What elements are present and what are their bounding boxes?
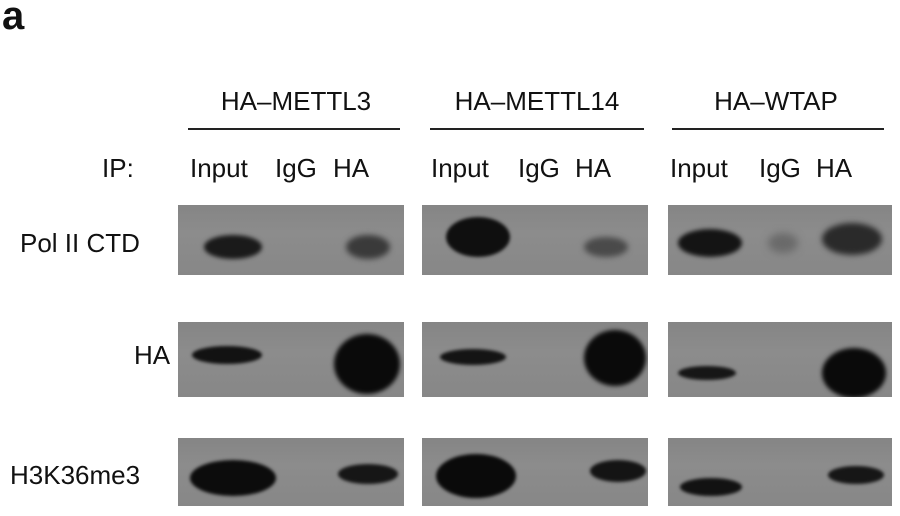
band (440, 349, 506, 365)
blot-pol2-wtap (668, 205, 892, 275)
blot-ha-mettl3 (178, 322, 404, 397)
group-underline-wtap (672, 128, 884, 130)
lane-label-input: Input (670, 153, 728, 183)
blot-ha-mettl14 (422, 322, 648, 397)
blot-pol2-mettl3 (178, 205, 404, 275)
band (768, 233, 798, 253)
band (346, 235, 390, 259)
band (680, 478, 742, 496)
band (334, 334, 400, 394)
band (192, 346, 262, 364)
group-underline-mettl14 (430, 128, 644, 130)
band (190, 460, 276, 496)
lane-label-input: Input (431, 153, 489, 183)
band (338, 464, 398, 484)
lane-label-input: Input (190, 153, 248, 183)
blot-h3k36-wtap (668, 438, 892, 506)
band (822, 223, 882, 255)
ip-label: IP: (102, 153, 134, 183)
band (584, 330, 646, 386)
blot-pol2-mettl14 (422, 205, 648, 275)
band (590, 460, 646, 482)
group-title-wtap: HA–WTAP (714, 86, 838, 116)
blot-h3k36-mettl3 (178, 438, 404, 506)
row-label-ha: HA (134, 340, 171, 370)
lane-label-igg: IgG (275, 153, 317, 183)
lane-label-ha: HA (333, 153, 370, 183)
lane-label-igg: IgG (759, 153, 801, 183)
band (204, 235, 262, 259)
band (828, 466, 884, 484)
band (584, 237, 628, 257)
band (822, 348, 886, 397)
blot-ha-wtap (668, 322, 892, 397)
lane-label-ha: HA (575, 153, 612, 183)
group-title-mettl3: HA–METTL3 (220, 86, 372, 116)
band (678, 366, 736, 380)
panel-letter: a (2, 0, 25, 38)
band (678, 229, 742, 257)
band (436, 454, 516, 498)
group-title-mettl14: HA–METTL14 (454, 86, 620, 116)
lane-label-igg: IgG (518, 153, 560, 183)
group-underline-mettl3 (188, 128, 400, 130)
row-label-h3k36: H3K36me3 (10, 460, 141, 490)
lane-label-ha: HA (816, 153, 853, 183)
row-label-pol2: Pol II CTD (20, 228, 140, 258)
blot-h3k36-mettl14 (422, 438, 648, 506)
band (446, 217, 510, 257)
